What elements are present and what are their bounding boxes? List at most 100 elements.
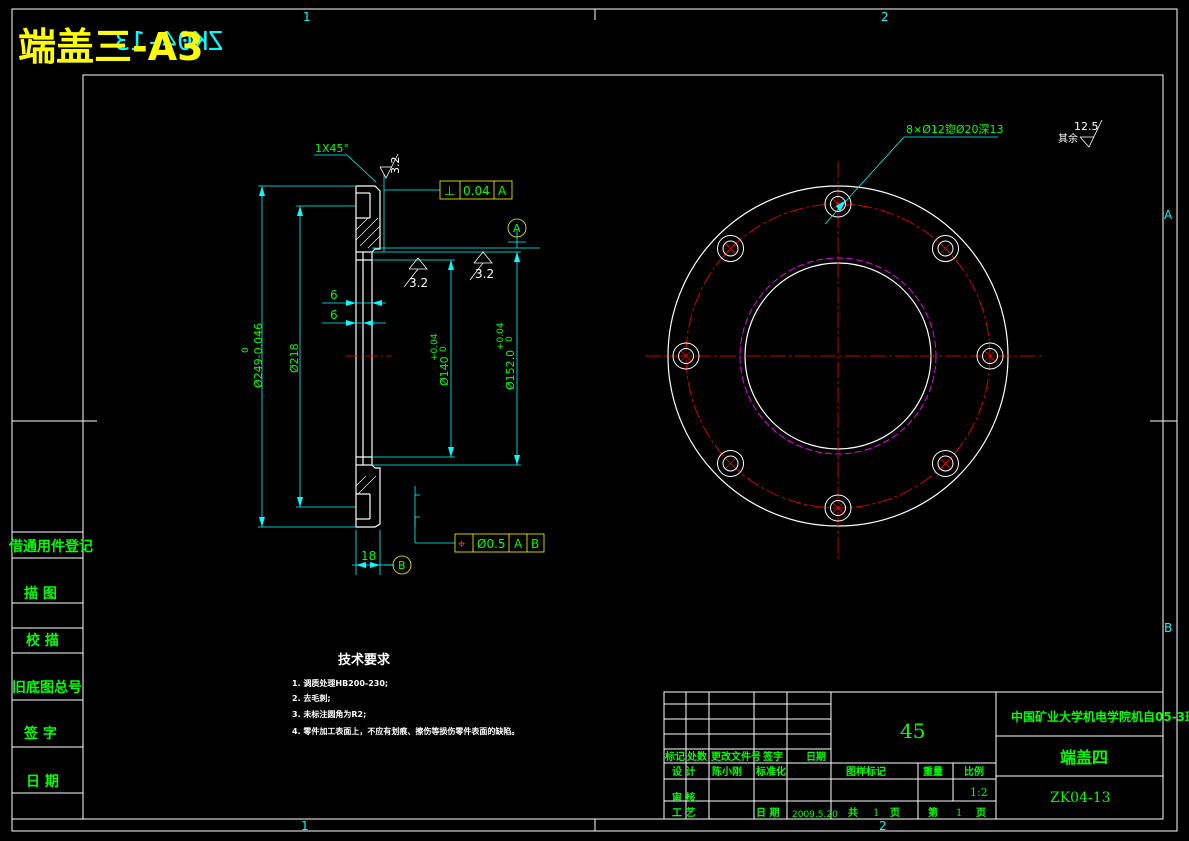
bolt-hole: [931, 449, 959, 477]
part-name: 端盖四: [1060, 748, 1108, 767]
dim-dia-249-upper-tol: 0: [241, 347, 251, 353]
zone-col-2-top: 2: [881, 10, 889, 24]
school-name: 中国矿业大学机电学院机自05-3班: [1011, 709, 1189, 724]
tb-weight-label: 重量: [923, 765, 943, 778]
tb-designer: 陈小刚: [712, 765, 742, 778]
through-hole-circle: [722, 240, 739, 257]
tb-total-label: 共: [848, 806, 858, 819]
mirrored-drawing-code: ZK04-13: [114, 27, 224, 57]
tb-total-page-unit: 页: [890, 807, 900, 819]
tb-col-date: 日期: [806, 750, 826, 763]
zone-col-1-bottom: 1: [301, 819, 309, 833]
tb-sheet-value: 1: [956, 808, 962, 819]
section-hatch: [355, 217, 381, 495]
tb-col-change-doc: 更改文件号: [711, 750, 761, 763]
tb-stage-label: 图样标记: [846, 765, 886, 778]
requirement-line-4: 4. 零件加工表面上，不应有划痕、擦伤等损伤零件表面的缺陷。: [292, 726, 519, 736]
dim-18: 18: [361, 549, 376, 563]
chamfer-label: 1X45°: [315, 142, 349, 155]
counterbore-circle: [672, 342, 700, 370]
roughness-symbol-top: [379, 153, 399, 179]
bolt-holes: [672, 190, 1004, 522]
front-view: 8×Ø12锪Ø20深13 其余 12.5: [645, 119, 1103, 560]
requirement-line-1: 1. 调质处理HB200-230;: [292, 678, 388, 688]
hole-center-mark: [832, 198, 844, 210]
tb-sheet-page-unit: 页: [976, 807, 986, 819]
side-item-borrowed-parts: 借通用件登记: [8, 538, 93, 555]
counterbore-circle: [824, 190, 852, 218]
drawing-frame: [11, 8, 1178, 832]
perpendicularity-value: 0.04: [463, 184, 490, 198]
side-item-tracing: 描 图: [24, 585, 57, 602]
perpendicularity-datum: A: [498, 184, 507, 198]
dim-dia-249: Ø249-0.046: [252, 323, 265, 388]
side-item-date: 日 期: [26, 774, 59, 790]
perpendicularity-symbol: ⊥: [444, 184, 455, 199]
section-dimension-arrows: [259, 186, 520, 568]
dim-dia-152: Ø152.0: [504, 350, 517, 390]
bolt-hole: [976, 342, 1004, 370]
requirement-line-3: 3. 未标注圆角为R2;: [292, 709, 366, 719]
tb-col-count: 处数: [686, 750, 708, 763]
bolt-hole: [717, 235, 745, 263]
tb-date-value: 2009.5.20: [792, 810, 838, 820]
through-hole-circle: [722, 455, 739, 472]
bolt-hole: [824, 494, 852, 522]
title-block: 45 中国矿业大学机电学院机自05-3班 端盖四 ZK04-13 标记 处数 更…: [663, 691, 1189, 820]
roughness-right-value: 3.2: [475, 267, 494, 281]
roughness-left-value: 3.2: [409, 276, 428, 290]
dim-dia-140-tol: +0.04: [430, 333, 440, 361]
hole-center-mark: [832, 502, 844, 514]
zone-row-a: A: [1164, 208, 1173, 222]
tb-sheet-label: 第: [928, 806, 938, 819]
section-view: 3.2 3.2 3.2 1X45° ⊥ 0.04 A A B 6 6 18: [241, 142, 545, 575]
position-datum-b: B: [531, 537, 539, 551]
counterbore-circle: [717, 449, 745, 477]
position-symbol: ⌖: [458, 537, 466, 552]
bolt-hole: [717, 449, 745, 477]
side-item-old-drawing-no: 旧底图总号: [12, 679, 82, 696]
hole-note: 8×Ø12锪Ø20深13: [906, 123, 1004, 136]
dim-dia-218: Ø218: [288, 343, 301, 373]
counterbore-circle: [717, 235, 745, 263]
through-hole-circle: [937, 240, 954, 257]
dim-6-lower: 6: [330, 308, 338, 322]
hole-center-mark: [940, 458, 951, 469]
other-roughness-label: 其余: [1058, 132, 1078, 145]
side-item-signature: 签 字: [23, 725, 57, 742]
through-hole-circle: [982, 348, 998, 364]
datum-b-label: B: [398, 559, 406, 572]
material-value: 45: [900, 719, 925, 743]
through-hole-circle: [937, 455, 954, 472]
technical-requirements: 技术要求 1. 调质处理HB200-230; 2. 去毛刺; 3. 未标注圆角为…: [292, 652, 519, 736]
through-hole-circle: [678, 348, 694, 364]
tb-total-value: 1: [873, 808, 879, 819]
counterbore-circle: [976, 342, 1004, 370]
requirements-title: 技术要求: [338, 652, 391, 668]
zone-row-b: B: [1164, 621, 1172, 635]
through-hole-circle: [830, 500, 846, 516]
datum-b-circle: [392, 555, 412, 575]
bolt-hole: [672, 342, 700, 370]
datum-a-circle: [507, 218, 527, 238]
hole-center-mark: [984, 350, 996, 362]
tb-scale-label: 比例: [964, 765, 984, 778]
side-panel: 借通用件登记 描 图 校 描 旧底图总号 签 字 日 期: [8, 531, 93, 820]
counterbore-circle: [931, 235, 959, 263]
other-roughness-symbol: [1079, 119, 1103, 148]
dim-dia-140: Ø140: [438, 356, 451, 386]
tb-standard-label: 标准化: [755, 765, 786, 778]
dim-6-upper: 6: [330, 288, 338, 302]
dim-dia-152-tol: +0.04: [496, 322, 506, 350]
requirement-line-2: 2. 去毛刺;: [292, 693, 331, 703]
tb-col-mark: 标记: [664, 750, 685, 763]
other-roughness-value: 12.5: [1074, 120, 1099, 133]
datum-a-label: A: [513, 222, 521, 235]
dim-dia-140-tol-low: 0: [439, 346, 449, 352]
hole-center-mark: [680, 350, 692, 362]
roughness-symbol-left: [403, 257, 428, 288]
counterbore-circle: [824, 494, 852, 522]
tb-design-label: 设 计: [672, 765, 695, 778]
hole-center-mark: [940, 243, 951, 254]
dim-dia-152-tol-low: 0: [505, 336, 515, 342]
